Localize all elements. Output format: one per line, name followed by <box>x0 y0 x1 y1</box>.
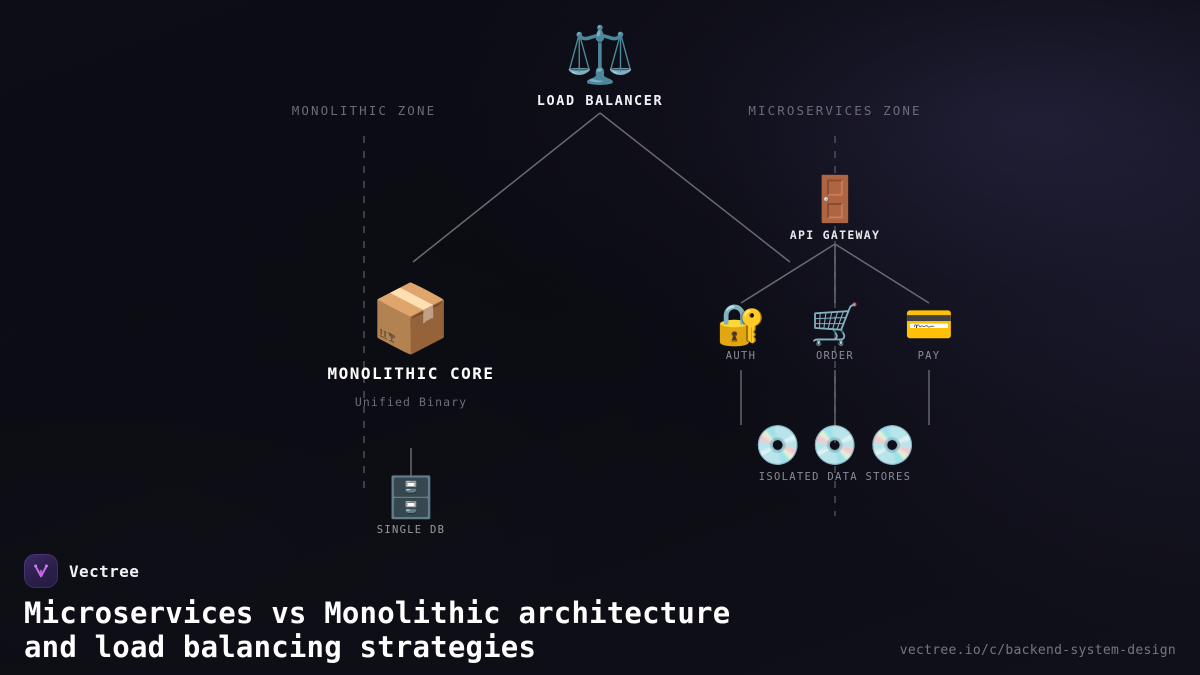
page-title: Microservices vs Monolithic architecture… <box>24 596 731 664</box>
footer-bar: Vectree Microservices vs Monolithic arch… <box>0 542 1200 675</box>
brand[interactable]: Vectree <box>24 554 139 588</box>
single-db-label: SINGLE DB <box>376 524 446 536</box>
vectree-logo-icon <box>24 554 58 588</box>
package-box-icon: 📦 <box>369 280 453 357</box>
balance-scale-icon: ⚖️ <box>565 23 635 88</box>
node-load-balancer[interactable]: ⚖️ LOAD BALANCER <box>0 23 1200 110</box>
node-service-auth[interactable]: 🔐 AUTH <box>716 305 766 362</box>
node-service-order[interactable]: 🛒 ORDER <box>810 305 860 362</box>
service-label-order: ORDER <box>815 350 855 362</box>
optical-disc-icon: 💿 <box>754 423 802 467</box>
service-label-auth: AUTH <box>725 350 757 362</box>
site-url: vectree.io/c/backend-system-design <box>899 643 1176 658</box>
monolithic-core-label: MONOLITHIC CORE <box>327 364 495 383</box>
optical-disc-icon: 💿 <box>868 423 916 467</box>
node-service-pay[interactable]: 💳 PAY <box>904 305 954 362</box>
node-monolithic-core[interactable]: 📦 MONOLITHIC CORE Unified Binary <box>327 280 495 410</box>
service-label-pay: PAY <box>917 350 941 362</box>
edge-lb-to-monolith <box>412 112 601 263</box>
zone-label-monolithic: MONOLITHIC ZONE <box>291 103 437 118</box>
file-cabinet-icon: 🗄️ <box>386 475 436 521</box>
credit-card-icon: 💳 <box>904 302 954 348</box>
data-stores-label: ISOLATED DATA STORES <box>758 471 912 483</box>
node-single-db[interactable]: 🗄️ SINGLE DB <box>377 478 446 536</box>
edge-gateway-to-pay <box>834 243 930 304</box>
node-isolated-data-stores[interactable]: 💿 💿 💿 ISOLATED DATA STORES <box>754 426 916 483</box>
optical-disc-icon: 💿 <box>811 423 859 467</box>
api-gateway-label: API GATEWAY <box>789 228 881 242</box>
monolithic-core-sublabel: Unified Binary <box>354 395 468 409</box>
shopping-cart-icon: 🛒 <box>810 302 860 348</box>
lock-key-icon: 🔐 <box>716 302 766 348</box>
door-icon: 🚪 <box>807 174 863 225</box>
load-balancer-label: LOAD BALANCER <box>536 93 664 109</box>
edge-lb-to-gateway <box>599 112 791 263</box>
data-store-row: 💿 💿 💿 <box>754 426 916 464</box>
edge-gateway-to-auth <box>740 243 836 304</box>
zone-label-microservices: MICROSERVICES ZONE <box>748 103 922 118</box>
brand-name: Vectree <box>69 561 140 581</box>
node-api-gateway[interactable]: 🚪 API GATEWAY <box>789 174 881 243</box>
